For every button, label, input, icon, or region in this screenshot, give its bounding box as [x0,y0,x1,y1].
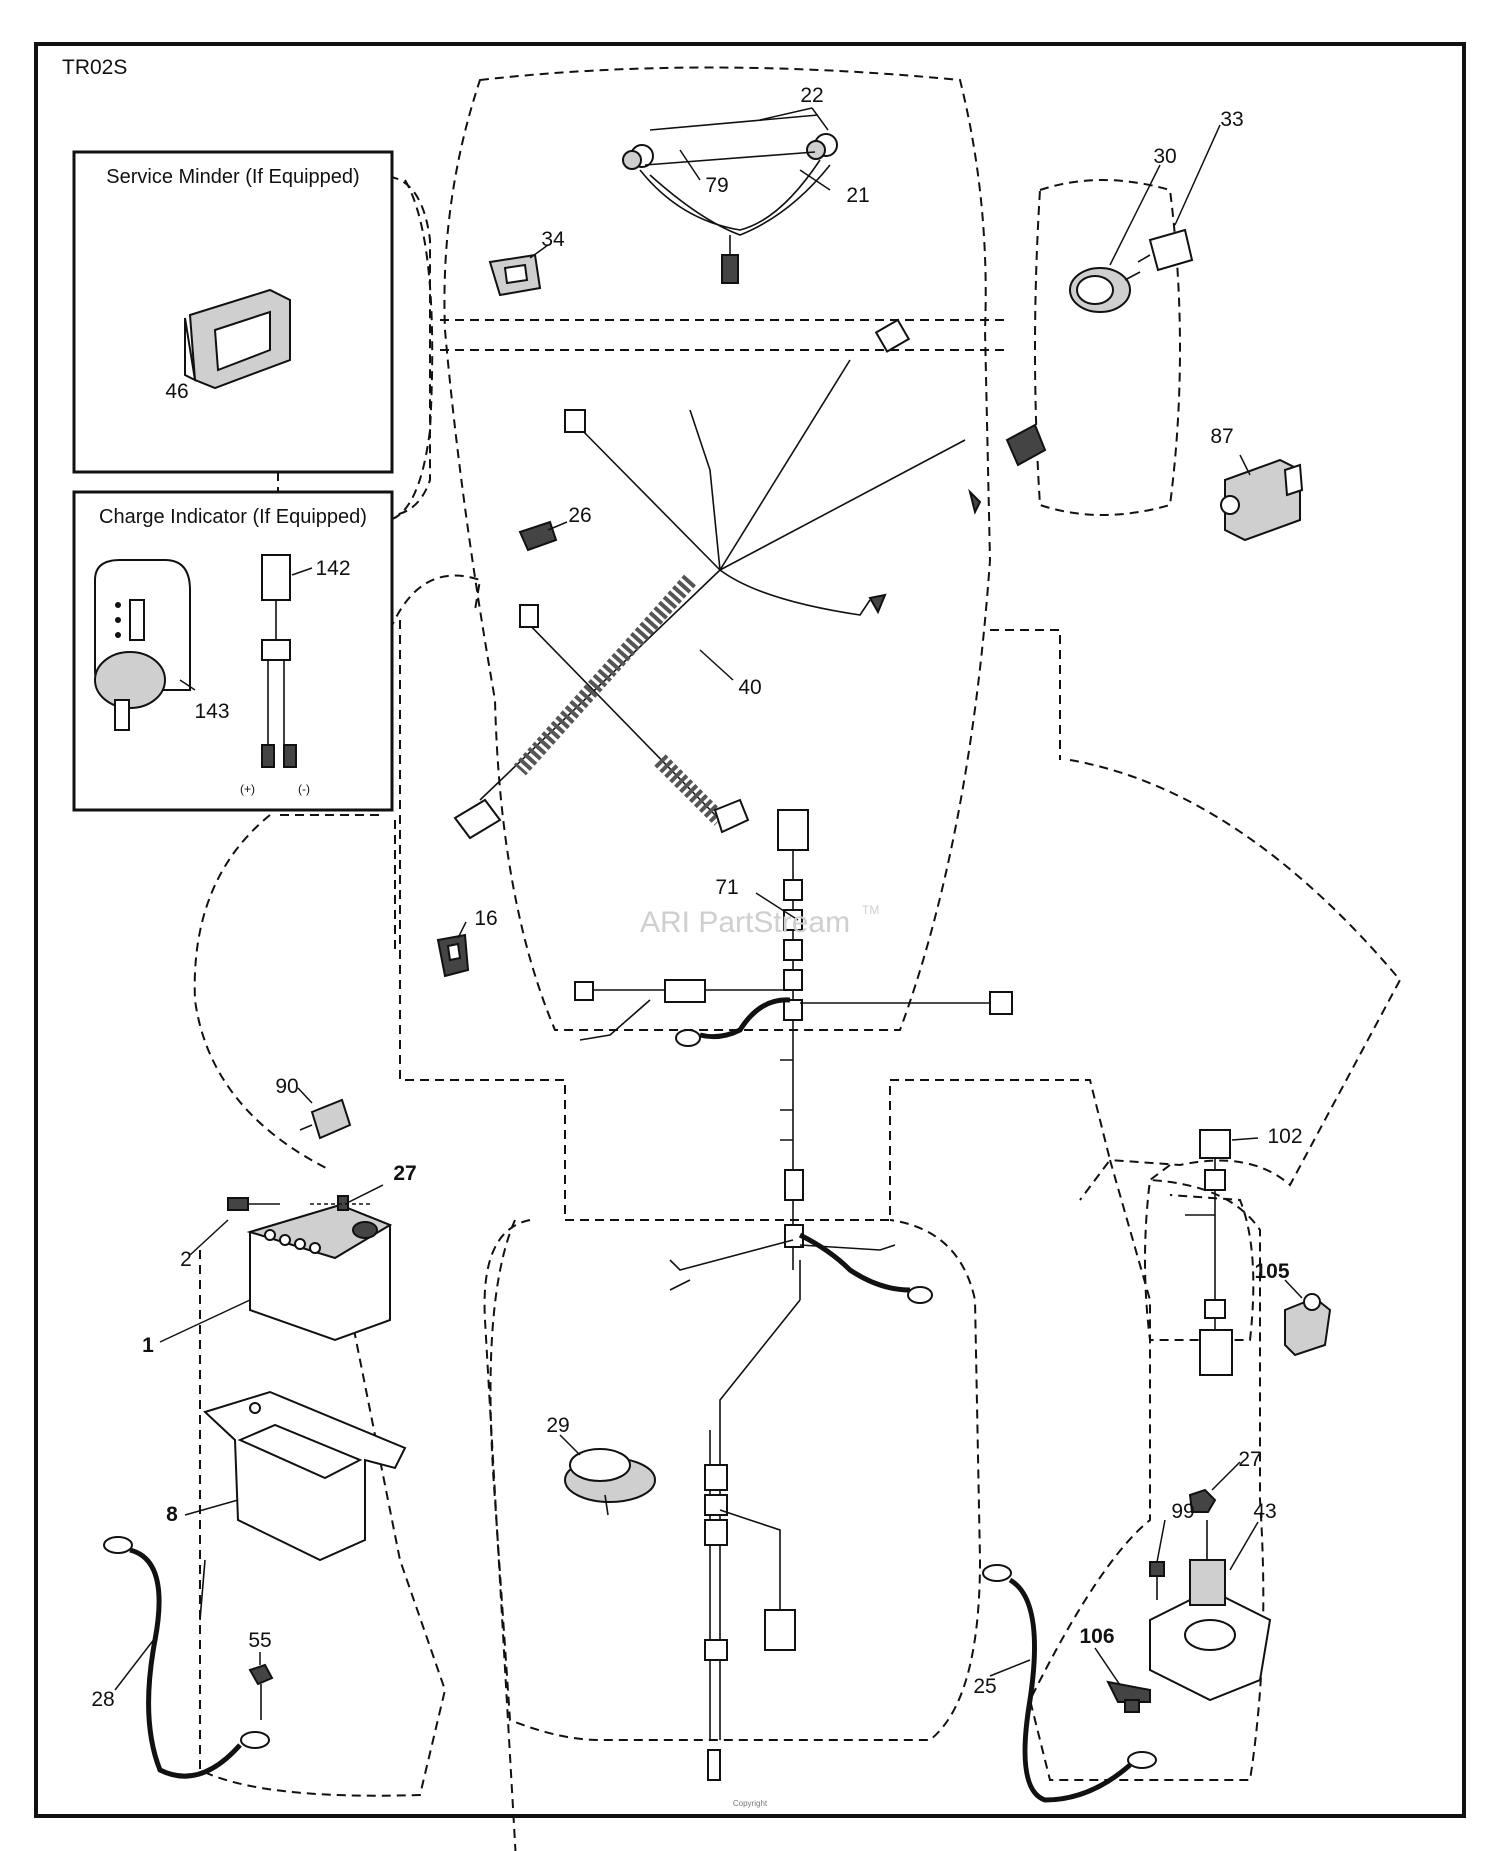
service-minder-module-icon [184,288,291,390]
switch-105-icon [1284,1293,1332,1357]
watermark-tm: TM [862,903,879,917]
service-minder-box: Service Minder (If Equipped) [72,150,394,474]
label-46: 46 [165,380,188,403]
label-33: 33 [1220,108,1243,131]
label-30: 30 [1153,145,1176,168]
bolt-55-icon [248,1663,274,1720]
grommet-29-icon [564,1448,656,1516]
label-2: 2 [180,1248,192,1271]
charge-indicator-title: Charge Indicator (If Equipped) [99,506,367,528]
headlight-harness-icon [622,114,838,284]
fuse-26-icon [518,520,558,552]
label-142: 142 [315,557,350,580]
screw-2-icon [227,1197,280,1211]
battery-tray-icon [203,1390,407,1562]
ignition-key-icon [1137,228,1194,272]
clip-106-icon [1106,1680,1151,1713]
nut-27-bottom-icon [1188,1488,1217,1513]
label-79: 79 [705,174,728,197]
switch-34-icon [488,253,542,297]
leader-lines [114,107,1303,1691]
label-106: 106 [1079,1625,1114,1648]
charge-indicator-module-icon [94,559,191,731]
module-90-icon [299,1098,352,1140]
battery-cable-25-icon [982,1564,1157,1803]
label-27-bottom: 27 [1238,1448,1261,1471]
polarity-minus-label: (-) [298,782,310,796]
label-71: 71 [715,876,738,899]
label-90: 90 [275,1075,298,1098]
battery-cable-28-icon [103,1536,270,1779]
label-99: 99 [1171,1500,1194,1523]
screw-99-icon [1149,1561,1165,1600]
label-43: 43 [1253,1500,1276,1523]
switch-87-icon [1220,458,1304,542]
harness-lower-icon [669,1232,933,1781]
charge-indicator-box: Charge Indicator (If Equipped) (+) (-) [72,472,394,812]
label-143: 143 [194,700,229,723]
screw-near-28-icon [199,1559,206,1621]
label-26: 26 [568,504,591,527]
label-28: 28 [91,1688,114,1711]
switch-16-icon [436,933,470,978]
label-29: 29 [546,1414,569,1437]
label-21: 21 [846,184,869,207]
diagram-code: TR02S [62,56,127,79]
label-102: 102 [1267,1125,1302,1148]
label-87: 87 [1210,425,1233,448]
charge-indicator-harness-icon [261,554,297,768]
label-27-top: 27 [393,1162,416,1185]
watermark: ARI PartStream [640,906,850,939]
label-22: 22 [800,84,823,107]
copyright-text: Copyright [733,1799,768,1808]
label-1: 1 [142,1334,154,1357]
label-55: 55 [248,1629,271,1652]
nut-27-top-icon [310,1195,370,1211]
label-25: 25 [973,1675,996,1698]
tractor-outline [193,66,1402,1851]
switch-102-harness-icon [1185,1129,1233,1376]
harness-71-icon [574,809,1013,1270]
label-8: 8 [166,1503,178,1526]
polarity-plus-label: (+) [240,782,255,796]
label-40: 40 [738,676,761,699]
label-16: 16 [474,907,497,930]
solenoid-43-icon [1149,1520,1272,1702]
battery-icon [246,1203,393,1342]
diagram-frame [34,42,1466,1818]
main-harness-icon [453,318,1047,840]
label-105: 105 [1254,1260,1289,1283]
part-number-labels: 22 79 21 33 30 34 46 87 26 142 143 40 71… [91,84,1302,1711]
ignition-switch-icon [1069,267,1141,313]
label-34: 34 [541,228,565,251]
service-minder-title: Service Minder (If Equipped) [106,166,359,188]
